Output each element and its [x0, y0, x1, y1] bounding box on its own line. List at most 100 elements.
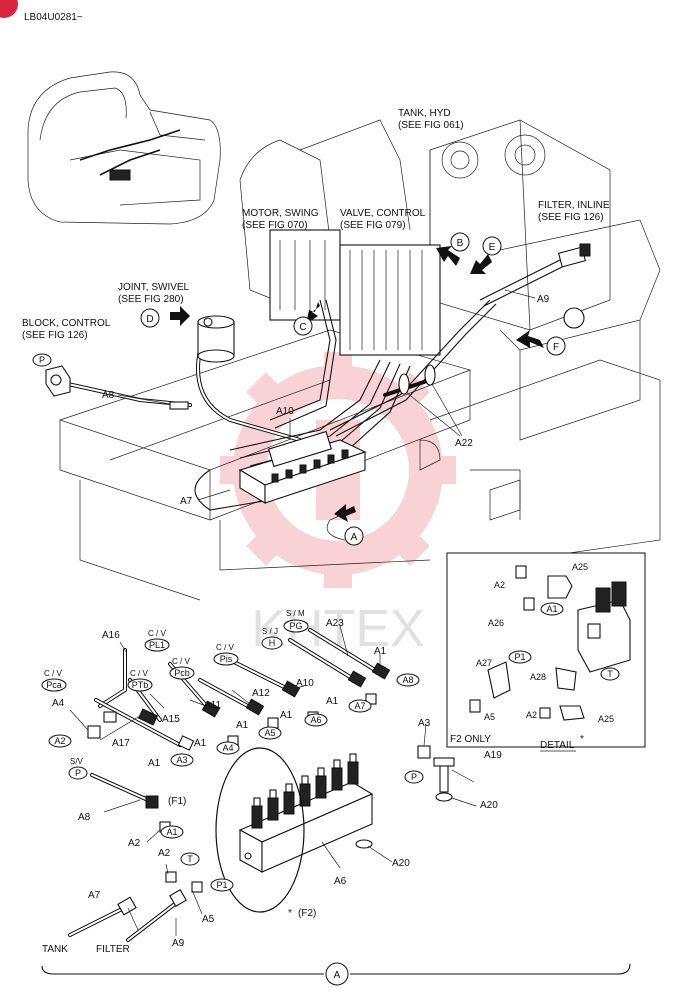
label-a1-m4: A1 — [280, 710, 293, 721]
pill-pg: PG — [283, 619, 309, 633]
label-a7-upper: A7 — [180, 496, 193, 507]
detail-pill-p1: P1 — [508, 650, 532, 664]
lower-leaders — [69, 625, 477, 936]
label-sv: S/V — [70, 757, 84, 766]
pill-a5: A5 — [258, 726, 282, 740]
label-a23: A23 — [326, 618, 344, 629]
svg-text:P1: P1 — [514, 652, 525, 662]
label-cv-pcb: C / V — [172, 657, 190, 666]
svg-text:A6: A6 — [310, 715, 321, 725]
label-a22: A22 — [455, 438, 473, 449]
svg-text:D: D — [146, 314, 153, 325]
label-a15: A15 — [162, 714, 180, 725]
pill-a4: A4 — [216, 741, 240, 755]
label-filter: FILTER — [96, 944, 130, 955]
label-a2-mid: A2 — [128, 838, 141, 849]
inline-filter — [557, 243, 591, 329]
pill-p-left: P — [68, 766, 88, 780]
svg-text:F: F — [553, 342, 559, 353]
label-f1: (F1) — [168, 796, 186, 807]
hose-pair-a22 — [398, 364, 436, 395]
lower-hoses — [68, 628, 377, 942]
svg-text:A2: A2 — [54, 736, 65, 746]
pill-pis: Pis — [213, 652, 239, 666]
swivel-joint — [197, 315, 235, 363]
label-a4-left: A4 — [52, 698, 65, 709]
label-a3-right: A3 — [418, 718, 431, 729]
label-tank: TANK — [42, 944, 68, 955]
label-a5-lower: A5 — [202, 914, 215, 925]
label-a20-bottom: A20 — [392, 858, 410, 869]
svg-text:H: H — [269, 638, 276, 648]
svg-text:PTb: PTb — [132, 680, 149, 690]
lower-fittings — [87, 662, 455, 916]
label-a6-lower: A6 — [334, 876, 347, 887]
view-marker-a-bottom: A — [325, 962, 349, 986]
leader-a8-upper — [117, 394, 171, 405]
ref-filter-inline-line1: FILTER, INLINE — [538, 200, 610, 211]
view-marker-f: F — [546, 336, 566, 356]
label-a10-upper: A10 — [276, 406, 294, 417]
detail-label-a2: A2 — [494, 580, 505, 590]
detail-parts — [469, 565, 631, 721]
pill-a6: A6 — [304, 713, 328, 727]
detail-title: DETAIL — [540, 740, 575, 751]
svg-text:A: A — [351, 532, 358, 543]
label-a1-m2: A1 — [194, 738, 207, 749]
svg-text:P: P — [411, 772, 417, 782]
label-a17: A17 — [112, 738, 130, 749]
detail-label-a27: A27 — [476, 658, 492, 668]
ref-joint-swivel-line1: JOINT, SWIVEL — [118, 282, 190, 293]
svg-text:B: B — [457, 238, 464, 249]
label-a1-m1: A1 — [148, 758, 161, 769]
inset-highlight — [79, 129, 181, 181]
label-f2-star: * — [288, 908, 292, 919]
pill-pl1: PL1 — [144, 638, 170, 652]
svg-text:PL1: PL1 — [149, 640, 165, 650]
upper-frame — [58, 119, 661, 601]
label-cv-pis: C / V — [216, 643, 234, 652]
svg-text:T: T — [607, 669, 613, 679]
detail-label-a5: A5 — [484, 712, 495, 722]
label-a12: A12 — [252, 688, 270, 699]
detail-label-a26: A26 — [488, 618, 504, 628]
label-a11: A11 — [204, 700, 221, 711]
control-valve — [269, 229, 441, 356]
view-marker-d: D — [140, 308, 160, 328]
pill-a7: A7 — [348, 699, 372, 713]
label-a8-lower: A8 — [78, 812, 91, 823]
label-a10-lower: A10 — [296, 678, 314, 689]
ref-filter-inline-line2: (SEE FIG 126) — [538, 212, 604, 223]
pill-ptb: PTb — [127, 678, 153, 692]
svg-text:P: P — [39, 355, 45, 365]
f2-circle — [215, 747, 305, 913]
view-a-arc — [326, 511, 349, 541]
ref-valve-control-line1: VALVE, CONTROL — [340, 208, 426, 219]
pill-p1: P1 — [210, 878, 234, 892]
pill-pca: Pca — [41, 678, 67, 692]
svg-text:Pca: Pca — [46, 680, 62, 690]
label-a19: A19 — [484, 750, 502, 761]
label-cv-ptb: C / V — [130, 669, 148, 678]
view-marker-a-upper: A — [344, 526, 364, 546]
svg-text:A5: A5 — [264, 728, 275, 738]
block-control — [45, 365, 189, 410]
label-a1-m3: A1 — [236, 720, 249, 731]
ref-tank-hyd-line2: (SEE FIG 061) — [398, 120, 464, 131]
document-id: LB04U0281~ — [24, 12, 83, 23]
leader-a7-upper — [197, 489, 231, 501]
svg-text:PG: PG — [289, 621, 302, 631]
label-a1-m5: A1 — [326, 696, 339, 707]
svg-text:A3: A3 — [176, 755, 187, 765]
machine-inset-sketch — [27, 71, 221, 225]
svg-text:E: E — [489, 242, 496, 253]
pill-a2-left: A2 — [48, 734, 72, 748]
label-a16: A16 — [102, 630, 120, 641]
svg-text:Pcb: Pcb — [174, 668, 190, 678]
view-marker-e: E — [482, 236, 502, 256]
corner-badge — [0, 0, 18, 18]
svg-text:A1: A1 — [546, 604, 557, 614]
svg-text:A: A — [334, 970, 341, 981]
label-a20-top: A20 — [480, 800, 498, 811]
